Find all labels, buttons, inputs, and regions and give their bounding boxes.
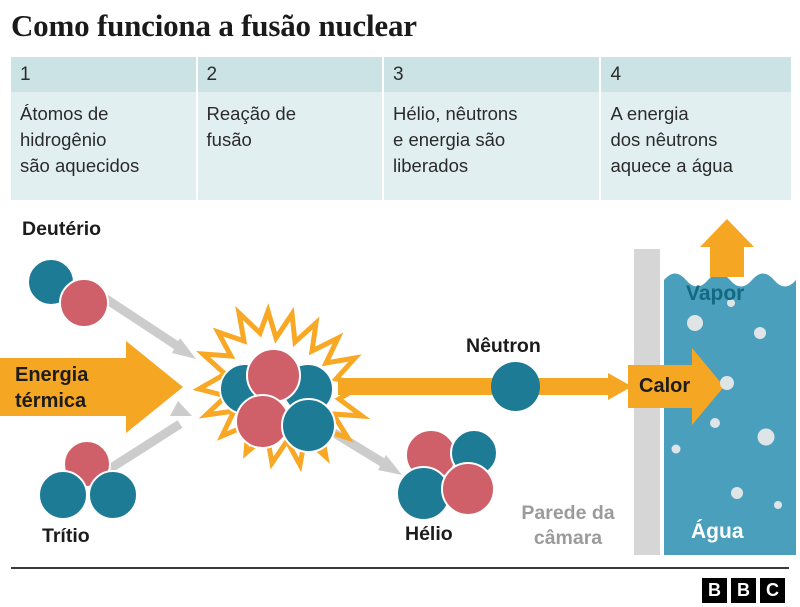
step-number-band-3: 3 (384, 57, 600, 92)
arrow-deuterium-to-fusion (97, 291, 196, 359)
steps-table: 1 Átomos de hidrogênio são aquecidos 2 R… (11, 57, 791, 200)
deuterium-label: Deutério (22, 218, 102, 240)
page-title: Como funciona a fusão nuclear (11, 8, 417, 43)
tritium-neutron-1 (38, 470, 88, 520)
thermal-energy-arrow (0, 341, 183, 433)
neutron-circle (491, 362, 540, 411)
fusion-diagram: Deutério Trítio Energia térmica Hélio Nê… (0, 205, 800, 560)
bbc-letter-2: B (731, 578, 756, 603)
step-number-band-2: 2 (197, 57, 383, 92)
tritium-neutron-2 (88, 470, 138, 520)
arrow-energy-to-wall (338, 373, 632, 400)
step-column-2: 2 Reação de fusão (197, 57, 383, 200)
step-text-3: Hélio, nêutrons e energia são liberados (393, 103, 518, 176)
fusion-nucleon-red-top (246, 348, 301, 403)
heat-label: Calor (639, 375, 691, 397)
step-number-2: 2 (206, 64, 218, 85)
heat-arrow (628, 348, 724, 425)
step-number-band-4: 4 (601, 57, 791, 92)
step-number-1: 1 (20, 64, 31, 85)
step-column-3: 3 Hélio, nêutrons e energia são liberado… (384, 57, 600, 200)
thermal-energy-label: Energia térmica (15, 364, 89, 412)
vapor-label: Vapor (686, 282, 745, 305)
step-text-2: Reação de fusão (206, 103, 296, 150)
vapor-arrow (700, 219, 754, 277)
step-number-band-1: 1 (11, 57, 196, 92)
bbc-letter-3: C (760, 578, 785, 603)
arrow-tritium-to-fusion (105, 401, 192, 474)
step-column-1: 1 Átomos de hidrogênio são aquecidos (11, 57, 196, 200)
fusion-burst-icon (192, 303, 372, 473)
neutron-label: Nêutron (466, 335, 541, 357)
diagram-graphics-layer (0, 219, 796, 555)
step-text-4: A energia dos nêutrons aquece a água (610, 103, 733, 176)
water-bubbles (671, 299, 782, 509)
chamber-wall-label: Parede da câmara (521, 502, 615, 549)
footer-divider (11, 567, 789, 569)
water-label: Água (691, 520, 744, 543)
step-column-4: 4 A energia dos nêutrons aquece a água (601, 57, 791, 200)
fusion-nucleon-teal-bottom (281, 398, 336, 453)
deuterium-proton (59, 278, 109, 328)
water-body (664, 273, 796, 555)
tritium-label: Trítio (42, 525, 90, 547)
step-number-4: 4 (610, 64, 622, 85)
helium-label: Hélio (405, 523, 453, 545)
bbc-logo: B B C (702, 578, 785, 603)
step-text-1: Átomos de hidrogênio são aquecidos (20, 103, 140, 176)
bbc-letter-1: B (702, 578, 727, 603)
helium-proton-2 (441, 462, 495, 516)
step-number-3: 3 (393, 64, 404, 85)
